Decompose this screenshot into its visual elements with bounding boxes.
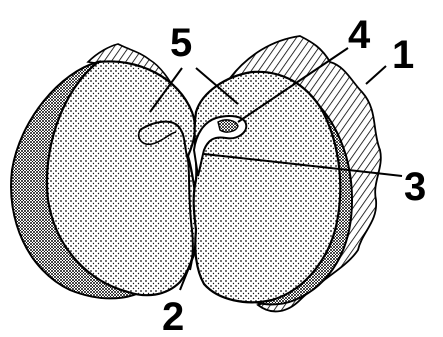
label-5: 5	[170, 21, 192, 65]
label-4: 4	[348, 13, 371, 57]
embryo-curl	[218, 120, 238, 132]
label-3: 3	[404, 165, 426, 209]
label-2: 2	[162, 295, 184, 337]
label-1: 1	[392, 33, 414, 77]
leader-1	[366, 66, 386, 84]
